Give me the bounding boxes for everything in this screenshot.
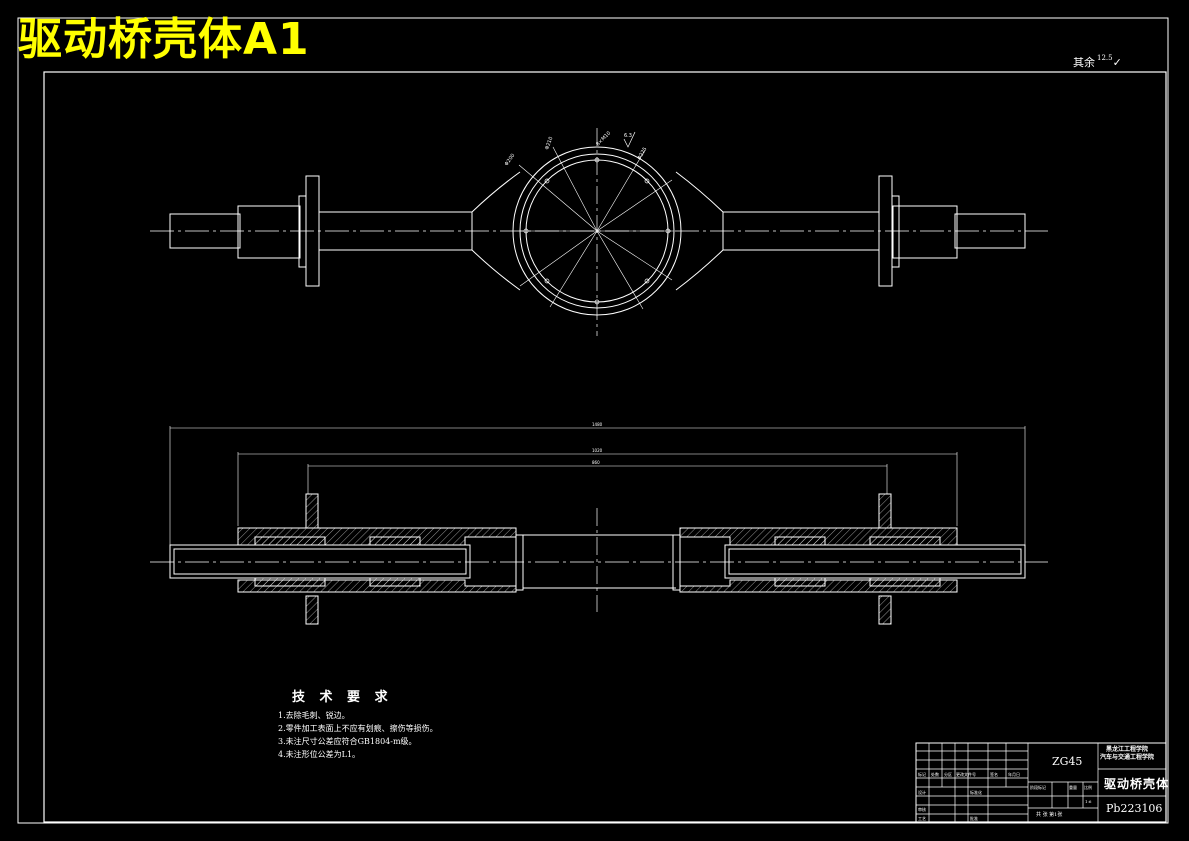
roughness-label: 其余 — [1073, 56, 1095, 69]
tech-heading: 技 术 要 求 — [292, 690, 393, 705]
bolt-holes — [523, 157, 671, 305]
roughness-value: 12.5 — [1097, 54, 1113, 62]
scale-label: 比例 — [1084, 785, 1092, 790]
left-bearing-lower-2 — [369, 577, 421, 587]
row-label-mark: 标记 — [918, 772, 926, 777]
dim-flange-span: 1020 — [592, 448, 603, 453]
review-label: 审核 — [918, 807, 926, 812]
dim-overall: 1480 — [592, 422, 603, 427]
department-name: 汽车与交通工程学院 — [1100, 754, 1155, 761]
dimension-lines — [169, 426, 1026, 548]
tech-item-2: 2.零件加工表面上不应有划痕、擦伤等损伤。 — [278, 724, 438, 733]
left-neck-lower — [471, 249, 521, 291]
right-axle-end — [954, 213, 1026, 249]
right-step — [672, 528, 681, 592]
sheets-label: 共 张 第1张 — [1036, 812, 1063, 818]
left-axle-sleeve — [237, 205, 301, 259]
weight-label: 重量 — [1069, 785, 1077, 790]
dim-text-d: Φ225 — [637, 146, 649, 161]
radial-leaders — [518, 146, 674, 310]
right-flange-section — [878, 493, 892, 625]
left-bearing-lower — [254, 577, 326, 587]
left-flange-section — [305, 493, 319, 625]
tech-item-3: 3.未注尺寸公差应符合GB1804-m级。 — [278, 737, 417, 746]
right-neck-lower — [675, 249, 724, 291]
right-inner-tube — [728, 548, 1022, 575]
right-neck-upper — [675, 171, 724, 213]
section-view: 1480 1020 860 — [150, 422, 1048, 625]
right-flange-ring — [891, 195, 900, 268]
dim-text-a: Φ200 — [504, 153, 517, 167]
housing-outer-circle — [512, 146, 682, 316]
dim-bore-span: 860 — [592, 460, 600, 465]
right-housing-arm — [722, 211, 879, 251]
tech-item-4: 4.未注形位公差为L1。 — [278, 750, 361, 759]
right-bearing-upper-2 — [774, 536, 826, 546]
roughness-check-icon: ✓ — [1112, 56, 1122, 69]
row-label-count: 处数 — [931, 772, 939, 777]
drawing-number: Pb223106 — [1106, 802, 1163, 815]
left-housing-arm — [319, 211, 473, 251]
roughness-symbol-top — [623, 131, 636, 148]
title-block-frame — [915, 742, 1167, 823]
row-label-date: 年月日 — [1008, 772, 1020, 777]
right-bearing-upper — [869, 536, 941, 546]
standard-label: 标准化 — [970, 790, 982, 795]
right-bearing-lower-2 — [774, 577, 826, 587]
top-view: Φ200 Φ210 8×M10 Φ225 6.3 — [150, 128, 1048, 336]
left-neck-upper — [471, 171, 521, 213]
left-axle-tube — [169, 544, 471, 579]
tech-item-1: 1.去除毛刺、锐边。 — [278, 711, 350, 720]
dim-text-b: Φ210 — [544, 136, 554, 151]
title-block-grid — [916, 743, 1028, 822]
row-label-sign: 签名 — [990, 772, 998, 777]
left-bearing-upper-2 — [369, 536, 421, 546]
left-inner-tube — [173, 548, 467, 575]
approve-label: 批准 — [970, 816, 978, 821]
school-name: 黑龙江工程学院 — [1106, 746, 1149, 753]
design-label: 设计 — [918, 790, 926, 795]
stage-label: 阶段标记 — [1030, 785, 1046, 790]
material-label: ZG45 — [1052, 755, 1083, 768]
inner-frame — [43, 71, 1167, 823]
part-name: 驱动桥壳体 — [1104, 777, 1170, 791]
scale-value: 1:6 — [1085, 799, 1092, 804]
drawing-title: 驱动桥壳体A1 — [18, 14, 310, 65]
dim-text-c: 8×M10 — [595, 130, 612, 147]
row-label-zone: 分区 — [944, 772, 952, 777]
right-axle-sleeve — [892, 205, 958, 259]
right-axle-tube — [724, 544, 1026, 579]
left-step — [515, 528, 524, 592]
right-bearing-lower — [869, 577, 941, 587]
row-label-doc: 更改文件号 — [956, 772, 976, 777]
outer-frame — [17, 17, 1169, 824]
left-bearing-upper — [254, 536, 326, 546]
title-block — [915, 742, 1167, 823]
tech-requirements: 技 术 要 求 1.去除毛刺、锐边。 2.零件加工表面上不应有划痕、擦伤等损伤。… — [278, 686, 438, 761]
process-label: 工艺 — [918, 816, 926, 821]
left-flange-ring — [298, 195, 307, 268]
roughness-top: 6.3 — [624, 133, 632, 139]
left-axle-end — [169, 213, 241, 249]
